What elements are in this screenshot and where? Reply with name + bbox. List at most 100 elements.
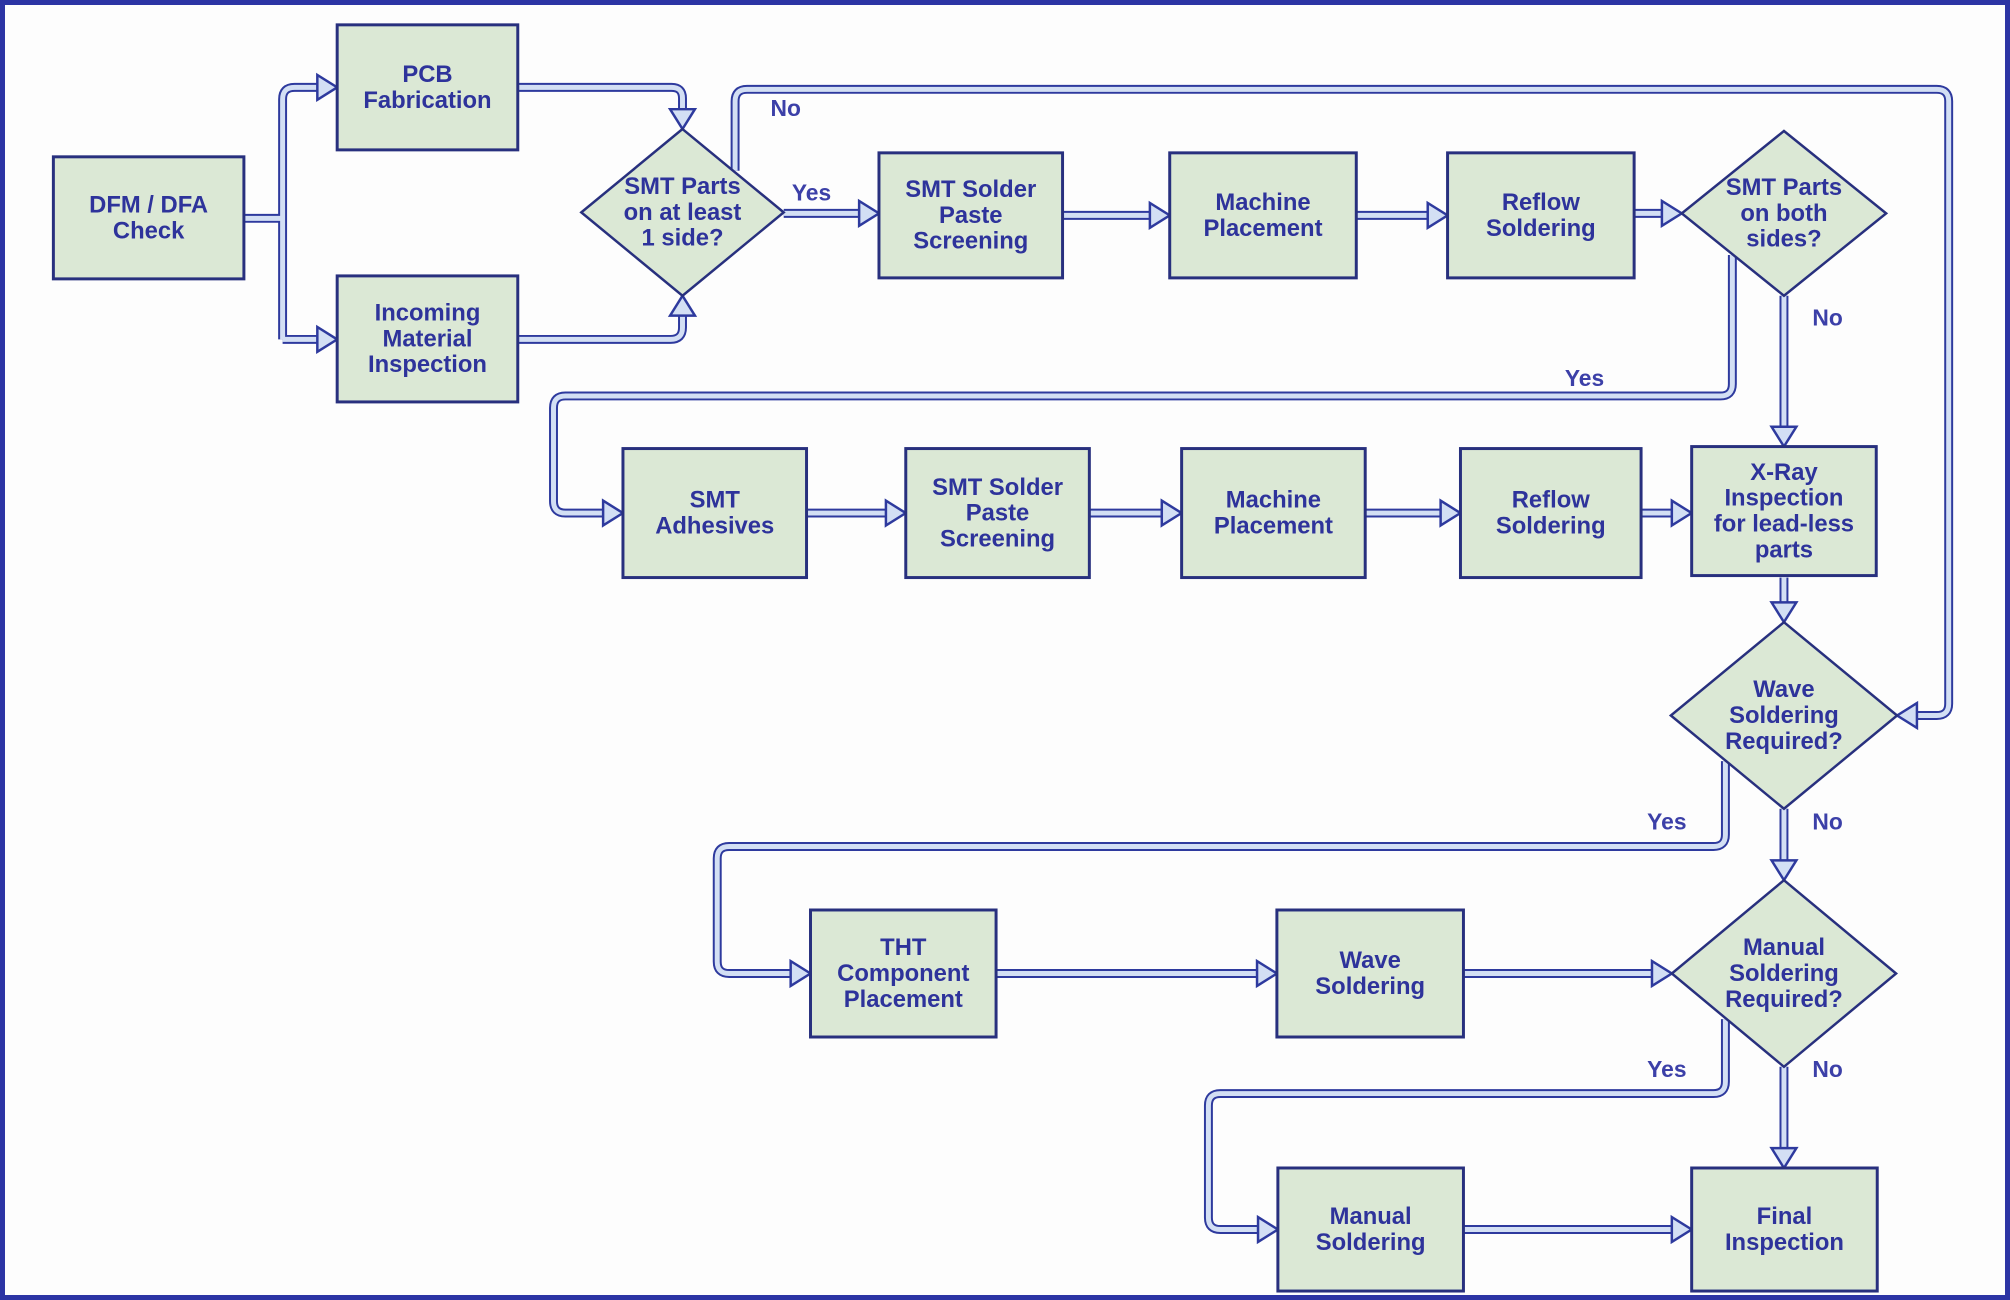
process-box-incoming-material-inspection (335, 274, 520, 404)
process-box-smt-adhesives (621, 447, 809, 580)
arrowhead-rs1-to-d2 (1660, 198, 1685, 229)
edge-incoming-to-d1-inner (517, 315, 685, 342)
decision-diamond-smt-parts-1-side (579, 127, 786, 298)
edge-label-d4-yes: Yes (1647, 1056, 1686, 1082)
process-box-reflow-soldering-2 (1458, 447, 1643, 580)
arrowhead-d2-yes (601, 498, 626, 528)
edge-d2-yes-inner (551, 255, 1735, 516)
arrowhead-d3-yes (789, 958, 813, 989)
process-box-tht-component-placement (809, 908, 998, 1039)
edge-label-d3-no: No (1812, 809, 1842, 835)
decision-diamond-wave-soldering-required (1668, 620, 1900, 811)
arrowhead-d2-no (1769, 425, 1799, 449)
edge-label-d1-yes: Yes (792, 180, 831, 206)
arrowhead-sps1-to-mp1 (1148, 200, 1173, 231)
arrowhead-d4-no (1769, 1146, 1799, 1171)
edge-label-d4-no: No (1812, 1056, 1842, 1082)
edge-d1-no-inner (732, 86, 1952, 718)
arrowhead-incoming-to-d1 (667, 293, 698, 317)
arrowhead-tht-to-wave (1255, 958, 1280, 989)
process-box-machine-placement-1 (1168, 151, 1358, 280)
process-box-machine-placement-2 (1180, 447, 1367, 580)
arrowhead-d3-no (1769, 859, 1799, 883)
edge-pcb-to-d1 (517, 82, 687, 110)
arrowheads (316, 72, 1919, 1245)
arrowhead-d4-yes (1256, 1214, 1281, 1245)
edge-incoming-to-d1 (517, 315, 687, 344)
process-box-pcb-fabrication (335, 23, 520, 152)
edges-inner (243, 84, 1952, 1232)
edge-label-d2-yes: Yes (1565, 365, 1604, 391)
arrowhead-pcb-to-d1 (667, 107, 698, 132)
arrowhead-wave-to-d4 (1650, 958, 1675, 989)
edge-d3-yes-inner (714, 761, 1728, 976)
process-box-dfm-dfa-check (51, 155, 246, 281)
arrowhead-trunk-to-pcb (316, 72, 340, 103)
process-box-xray-inspection (1690, 445, 1878, 578)
arrowhead-xray-to-d3 (1769, 601, 1799, 625)
arrowhead-d1-no (1894, 700, 1919, 731)
edge-trunk-to-pcb (278, 82, 318, 340)
arrowhead-mp1-to-rs1 (1426, 200, 1450, 231)
arrowhead-mp2-to-rs2 (1439, 498, 1463, 528)
edges-outline (243, 82, 1954, 1234)
decision-diamond-smt-parts-both-sides (1679, 129, 1889, 298)
process-box-wave-soldering (1275, 908, 1465, 1039)
edge-trunk-to-pcb-inner (280, 84, 318, 340)
edge-label-d1-no: No (770, 95, 800, 121)
process-box-manual-soldering (1276, 1166, 1465, 1293)
arrowhead-sps2-to-mp2 (1160, 498, 1184, 528)
edge-label-d3-yes: Yes (1647, 809, 1686, 835)
edge-d4-yes-inner (1205, 1019, 1728, 1232)
process-box-final-inspection (1690, 1166, 1879, 1293)
arrowhead-d1-yes (857, 198, 882, 229)
process-box-smt-solder-paste-screening-2 (904, 447, 1091, 580)
edge-label-d2-no: No (1812, 305, 1842, 331)
edge-pcb-to-d1-inner (517, 84, 685, 110)
arrowhead-trunk-to-incoming (316, 324, 340, 355)
process-box-smt-solder-paste-screening-1 (877, 151, 1065, 280)
arrowhead-adh-to-sps2 (884, 498, 909, 528)
